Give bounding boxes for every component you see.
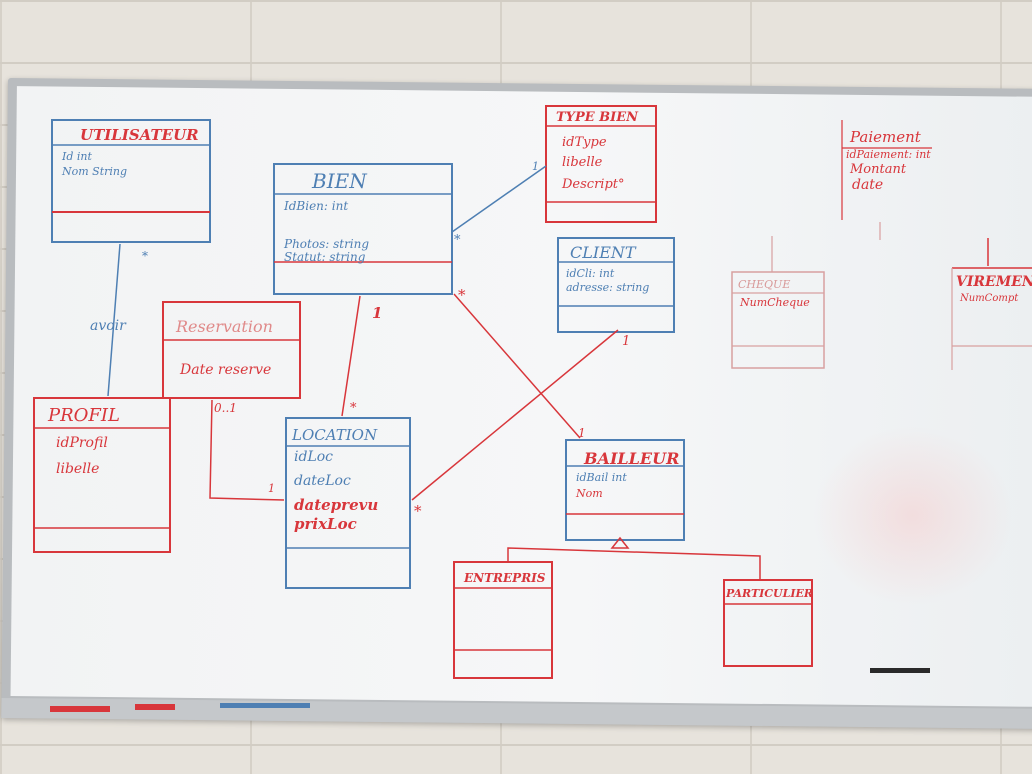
class-box-bailleur: BAILLEUR idBail int Nom bbox=[565, 439, 685, 541]
class-box-location: LOCATION idLoc dateLoc dateprevu prixLoc bbox=[285, 417, 411, 589]
attribute: Photos: string bbox=[283, 237, 369, 251]
attribute: IdBien: int bbox=[283, 199, 348, 213]
class-box-typebien: TYPE BIEN idType libelle Descript° bbox=[545, 105, 657, 223]
association-line-client-location bbox=[411, 329, 619, 501]
class-title: BAILLEUR bbox=[583, 449, 679, 468]
class-title: Reservation bbox=[175, 317, 273, 336]
inheritance-line bbox=[507, 547, 761, 580]
class-title: Paiement bbox=[849, 128, 922, 146]
attribute: Statut: string bbox=[284, 250, 366, 264]
class-title: TYPE BIEN bbox=[556, 110, 639, 125]
black-marker bbox=[870, 668, 930, 673]
association-line-bien-typebien bbox=[451, 165, 547, 233]
class-box-paiement: Paiement idPaiement: int Montant date bbox=[841, 120, 932, 220]
class-title: CLIENT bbox=[570, 243, 637, 262]
attribute: Nom bbox=[575, 487, 603, 500]
attribute: prixLoc bbox=[294, 515, 357, 533]
attribute: Descript° bbox=[561, 177, 625, 192]
class-title: BIEN bbox=[311, 169, 368, 193]
multiplicity: 0..1 bbox=[214, 401, 237, 415]
class-box-bien: BIEN IdBien: int Photos: string Statut: … bbox=[273, 163, 453, 295]
class-box-utilisateur: UTILISATEUR Id int Nom String bbox=[51, 119, 211, 243]
multiplicity: 1 bbox=[578, 426, 586, 440]
attribute: dateLoc bbox=[294, 473, 351, 489]
attribute: dateprevu bbox=[294, 496, 378, 514]
attribute: NumCompt bbox=[959, 293, 1019, 304]
class-box-client: CLIENT idCli: int adresse: string bbox=[557, 237, 675, 333]
class-title: LOCATION bbox=[291, 426, 378, 444]
multiplicity: * bbox=[454, 233, 461, 248]
attribute: Id int bbox=[61, 150, 92, 163]
class-title: PROFIL bbox=[47, 405, 120, 426]
class-box-virement: VIREMEN NumCompt bbox=[951, 238, 1032, 370]
association-line-reservation-location bbox=[209, 399, 285, 501]
attribute: Date reserve bbox=[179, 362, 271, 378]
class-title: ENTREPRIS bbox=[463, 571, 546, 585]
class-box-profil: PROFIL idProfil libelle bbox=[33, 397, 171, 553]
multiplicity: 1 bbox=[532, 160, 539, 173]
attribute: date bbox=[852, 177, 883, 193]
attribute: adresse: string bbox=[566, 281, 649, 294]
attribute: idCli: int bbox=[566, 267, 615, 280]
association-line-bien-location bbox=[341, 295, 361, 417]
attribute: idBail int bbox=[576, 471, 627, 484]
class-box-reservation: Reservation Date reserve bbox=[162, 301, 301, 399]
class-box-particulier: PARTICULIER bbox=[723, 579, 813, 667]
multiplicity: 1 bbox=[268, 482, 275, 495]
multiplicity: * bbox=[142, 249, 148, 263]
attribute: idPaiement: int bbox=[846, 148, 931, 161]
association-label-avoir: avoir bbox=[90, 318, 127, 334]
class-title: CHEQUE bbox=[738, 278, 790, 291]
multiplicity: * bbox=[414, 502, 422, 520]
attribute: idLoc bbox=[294, 449, 333, 465]
class-box-entreprise: ENTREPRIS bbox=[453, 561, 553, 679]
class-title: VIREMEN bbox=[956, 274, 1032, 290]
multiplicity: 1 bbox=[622, 334, 630, 349]
blue-marker bbox=[220, 703, 310, 708]
inheritance-arrow bbox=[610, 536, 630, 549]
attribute: libelle bbox=[56, 461, 99, 477]
association-line-avoir bbox=[107, 243, 121, 397]
red-marker-2 bbox=[135, 704, 175, 710]
class-box-cheque: CHEQUE NumCheque bbox=[731, 236, 825, 369]
red-marker bbox=[50, 706, 110, 712]
attribute: Montant bbox=[849, 162, 907, 177]
attribute: idType bbox=[562, 135, 607, 150]
attribute: libelle bbox=[562, 155, 603, 170]
class-title: PARTICULIER bbox=[725, 587, 813, 600]
multiplicity: 1 bbox=[372, 304, 382, 322]
class-title: UTILISATEUR bbox=[80, 126, 199, 144]
association-line-bien-bailleur bbox=[453, 293, 581, 439]
attribute: Nom String bbox=[61, 165, 127, 178]
multiplicity: * bbox=[350, 401, 357, 416]
attribute: NumCheque bbox=[739, 296, 810, 309]
multiplicity: * bbox=[458, 286, 466, 304]
attribute: idProfil bbox=[56, 435, 108, 451]
